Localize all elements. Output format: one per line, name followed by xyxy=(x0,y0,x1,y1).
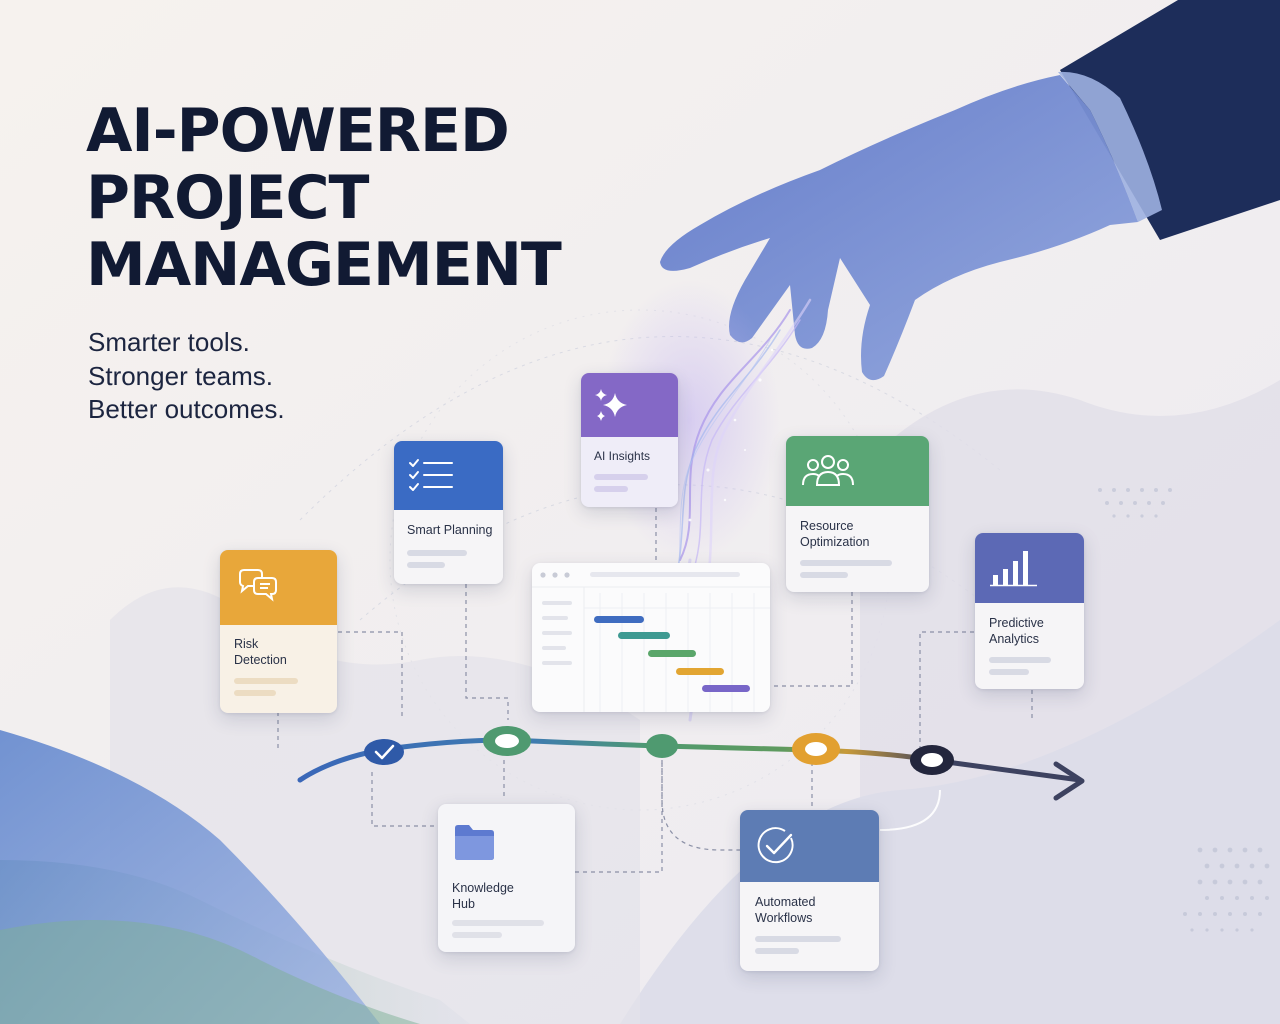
placeholder-line xyxy=(594,486,628,492)
placeholder-line xyxy=(407,550,467,556)
card-title-line-1: AI Insights xyxy=(594,449,651,463)
placeholder-line xyxy=(800,572,848,578)
card-title-line-2: Analytics xyxy=(989,632,1040,646)
window-dot xyxy=(564,572,570,578)
card-title-line-1: Knowledge xyxy=(452,881,514,895)
window-dot xyxy=(552,572,558,578)
gantt-bar xyxy=(594,616,644,623)
resource-optimization-card[interactable]: Resource Optimization xyxy=(786,436,929,592)
card-title-line-1: Predictive xyxy=(989,616,1044,630)
gantt-chart-window[interactable] xyxy=(532,563,770,712)
headline-line-1: AI-POWERED xyxy=(86,96,510,166)
predictive-analytics-card[interactable]: Predictive Analytics xyxy=(975,533,1084,689)
gantt-bar xyxy=(618,632,670,639)
automated-workflows-card[interactable]: Automated Workflows xyxy=(740,810,879,971)
placeholder-line xyxy=(234,690,276,696)
knowledge-hub-card[interactable]: Knowledge Hub xyxy=(438,804,575,952)
folder-icon xyxy=(455,825,494,860)
timeline-milestone-3 xyxy=(646,734,678,758)
placeholder-line xyxy=(989,669,1029,675)
checklist-icon xyxy=(409,459,453,491)
check-circle-icon xyxy=(757,827,794,864)
timeline-milestone-4 xyxy=(792,733,840,765)
placeholder-line xyxy=(452,920,544,926)
placeholder-line xyxy=(800,560,892,566)
headline-line-3: MANAGEMENT xyxy=(86,230,562,300)
team-icon xyxy=(802,455,854,486)
gantt-bar xyxy=(648,650,696,657)
gantt-bar xyxy=(676,668,724,675)
card-title-line-1: Automated xyxy=(755,895,816,909)
card-title-line-2: Detection xyxy=(234,653,287,667)
bar-chart-icon xyxy=(990,551,1037,587)
placeholder-line xyxy=(594,474,648,480)
placeholder-line xyxy=(452,932,502,938)
card-title-line-2: Hub xyxy=(452,897,475,911)
chat-bubbles-icon xyxy=(239,569,277,602)
tagline-line-2: Stronger teams. xyxy=(88,360,273,391)
timeline-milestone-1 xyxy=(364,739,404,765)
hand-illustration xyxy=(660,0,1280,381)
timeline-milestone-5 xyxy=(910,745,954,775)
card-title-line-1: Risk xyxy=(234,637,259,651)
placeholder-line xyxy=(407,562,445,568)
placeholder-line xyxy=(755,948,799,954)
sparkles-icon xyxy=(595,389,627,421)
tagline: Smarter tools. Stronger teams. Better ou… xyxy=(88,326,285,427)
smart-planning-card[interactable]: Smart Planning xyxy=(394,441,503,584)
risk-detection-card[interactable]: Risk Detection xyxy=(220,550,337,713)
tagline-line-3: Better outcomes. xyxy=(88,394,285,424)
tagline-line-1: Smarter tools. xyxy=(88,327,250,357)
headline: AI-POWERED PROJECT MANAGEMENT xyxy=(86,96,562,300)
headline-line-2: PROJECT xyxy=(86,163,369,233)
ai-insights-card[interactable]: AI Insights xyxy=(581,373,678,507)
gantt-bar xyxy=(702,685,750,692)
placeholder-line xyxy=(989,657,1051,663)
window-dot xyxy=(540,572,546,578)
card-title-line-1: Smart Planning xyxy=(407,523,493,537)
placeholder-line xyxy=(234,678,298,684)
placeholder-line xyxy=(755,936,841,942)
card-title-line-1: Resource xyxy=(800,519,854,533)
card-title-line-2: Optimization xyxy=(800,535,870,549)
card-title-line-2: Workflows xyxy=(755,911,813,925)
gantt-chart xyxy=(532,572,770,712)
timeline-milestone-2 xyxy=(483,726,531,756)
